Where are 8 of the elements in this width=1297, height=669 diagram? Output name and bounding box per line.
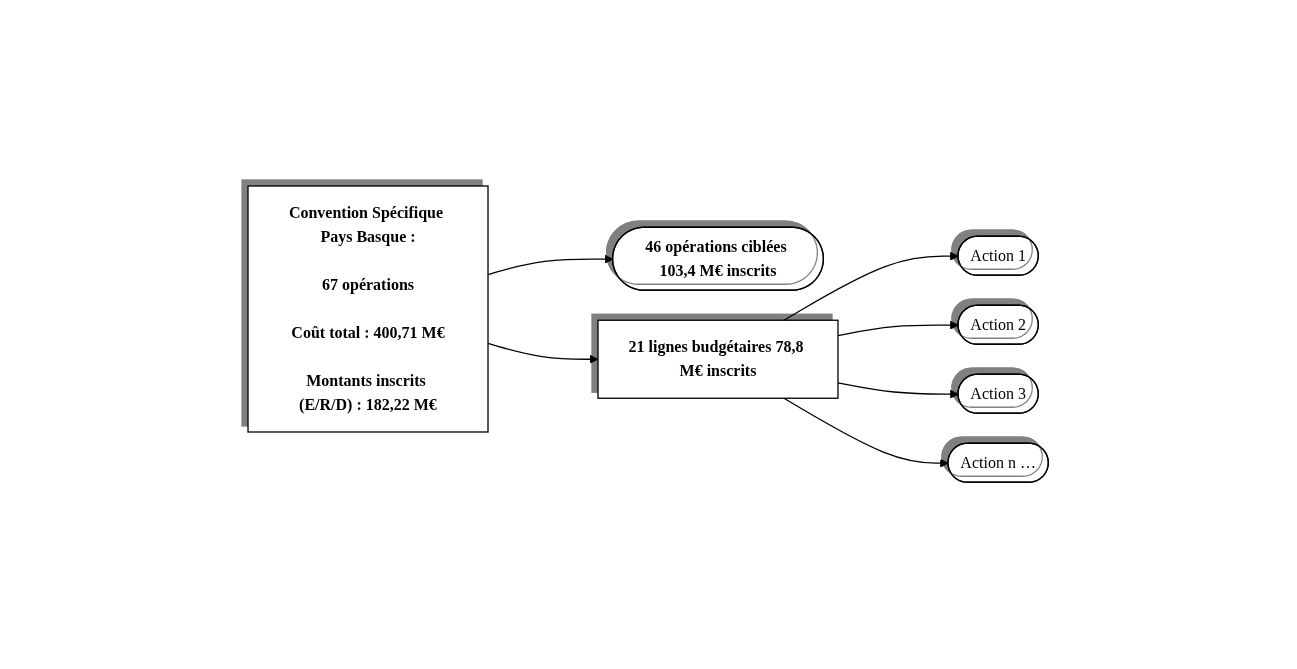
node-box: Convention Spécifique Pays Basque : 67 opérations Coût total : 400,71 M€ Montants inscrits (E/R/D) : 182,22 M€ (247, 185, 489, 433)
arrow (783, 397, 950, 468)
node-box: 21 lignes budgétaires 78,8 M€ inscrits (597, 319, 839, 400)
arrow (487, 343, 599, 364)
arrow (837, 321, 960, 337)
arrow (487, 255, 614, 276)
arrow (783, 252, 960, 322)
arrow (837, 382, 960, 399)
